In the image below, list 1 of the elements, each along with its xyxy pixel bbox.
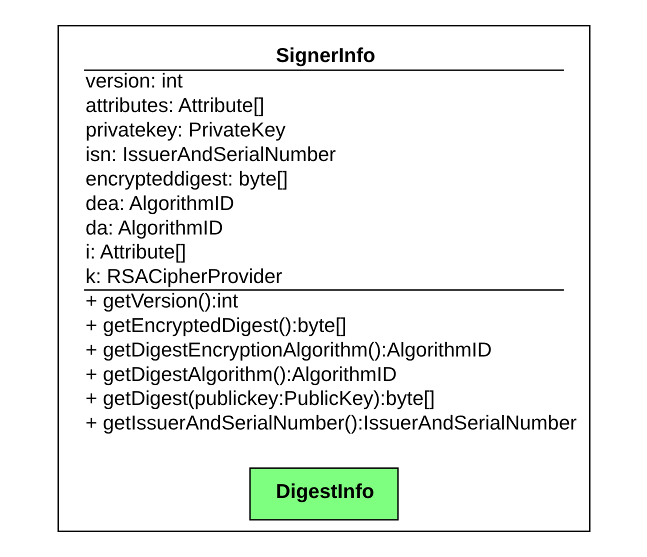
node-box: DigestInfo <box>248 467 398 521</box>
